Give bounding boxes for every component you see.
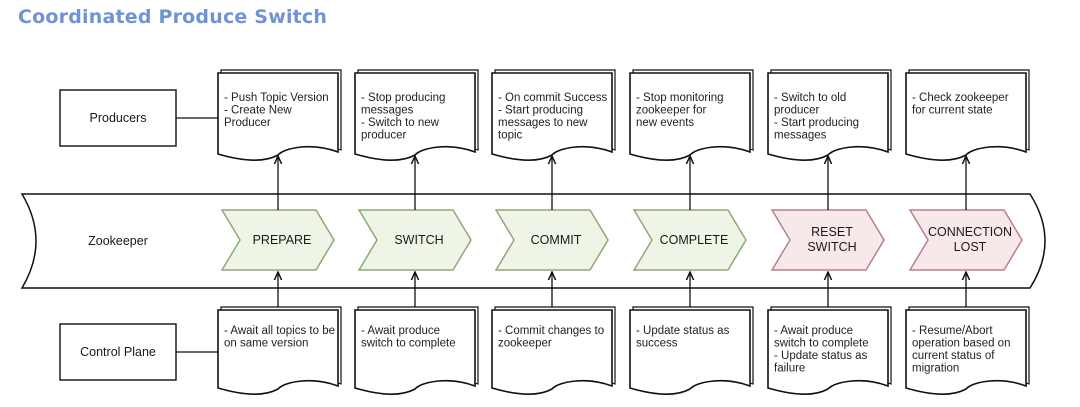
stage-label: PREPARE (253, 233, 312, 247)
note-text-line: - Start producing (498, 105, 583, 117)
producer-note (905, 72, 1027, 161)
stage-prepare: - Push Topic Version- Create New Produce… (217, 69, 342, 395)
note-text-line: - Create New (224, 105, 292, 117)
stage-chevron (770, 209, 885, 271)
note-text-line: messages to new (498, 117, 588, 129)
note-text-line: success (636, 338, 678, 350)
note-text-line: current status of (912, 350, 995, 362)
note-text-line: on same version (224, 338, 308, 350)
stage-complete: - Stop monitoring zookeeper for new even… (629, 69, 754, 395)
note-text-line: zookeeper (498, 338, 552, 350)
stage-chevron (357, 209, 472, 271)
note-text-line: messages (774, 130, 827, 142)
stage-label: COMPLETE (660, 233, 729, 247)
note-text-line: for current state (912, 105, 993, 117)
note-text-line: - Update status as (636, 325, 730, 337)
note-text-line: switch to complete (361, 338, 456, 350)
note-text-line: producer (774, 105, 820, 117)
note-text-line: - On commit Success (498, 92, 608, 104)
stage-label: CONNECTION (928, 225, 1012, 239)
control-plane-label: Control Plane (80, 345, 156, 359)
stage-switch: - Stop producing messages- Switch to new… (354, 69, 479, 395)
note-text-line: producer (361, 130, 407, 142)
note-text-line: switch to complete (774, 338, 869, 350)
stage-label: SWITCH (394, 233, 443, 247)
note-text-line: - Await produce (774, 325, 853, 337)
note-text-line: - Await all topics to be (224, 325, 335, 337)
zookeeper-label: Zookeeper (88, 234, 148, 248)
producers-box (59, 89, 177, 147)
control-note (491, 309, 613, 395)
note-text-line: - Stop producing (361, 92, 445, 104)
note-text-line: - Push Topic Version (224, 92, 329, 104)
producer-note (354, 72, 476, 161)
note-text-line: Producer (224, 117, 271, 129)
note-text-line: - Stop monitoring (636, 92, 724, 104)
note-text-line: zookeeper for (636, 105, 706, 117)
stage-label: SWITCH (807, 240, 856, 254)
stage-connection-lost: - Check zookeeper for current state - Res… (905, 69, 1030, 395)
stage-chevron (220, 209, 335, 271)
stage-chevron (908, 209, 1023, 271)
note-text-line: topic (498, 130, 523, 142)
control-note (354, 309, 476, 395)
control-note (767, 309, 889, 395)
note-text-line: - Resume/Abort (912, 325, 993, 337)
stage-reset-switch: - Switch to old producer- Start producin… (767, 69, 892, 395)
note-text-line: messages (361, 105, 414, 117)
producer-note (629, 72, 751, 161)
note-text-line: migration (912, 363, 959, 375)
stage-label: COMMIT (531, 233, 582, 247)
control-note (905, 309, 1027, 395)
note-text-line: - Start producing (774, 117, 859, 129)
note-text-line: - Switch to new (361, 117, 440, 129)
note-text-line: - Switch to old (774, 92, 846, 104)
stage-chevron (494, 209, 609, 271)
producer-note (491, 72, 613, 161)
note-text-line: operation based on (912, 338, 1010, 350)
stage-commit: - On commit Success- Start producing mes… (491, 69, 616, 395)
producer-note (767, 72, 889, 161)
note-text-line: - Update status as (774, 350, 868, 362)
note-text-line: - Check zookeeper (912, 92, 1009, 104)
stage-label: RESET (811, 225, 853, 239)
stage-label: LOST (954, 240, 987, 254)
page-title: Coordinated Produce Switch (18, 6, 328, 28)
note-text-line: failure (774, 363, 805, 375)
note-text-line: - Await produce (361, 325, 440, 337)
note-text-line: - Commit changes to (498, 325, 604, 337)
producer-note (217, 72, 339, 161)
control-note (217, 309, 339, 395)
note-text-line: new events (636, 117, 694, 129)
control-note (629, 309, 751, 395)
producers-label: Producers (90, 111, 147, 125)
stage-chevron (632, 209, 747, 271)
control-plane-box (59, 323, 177, 381)
